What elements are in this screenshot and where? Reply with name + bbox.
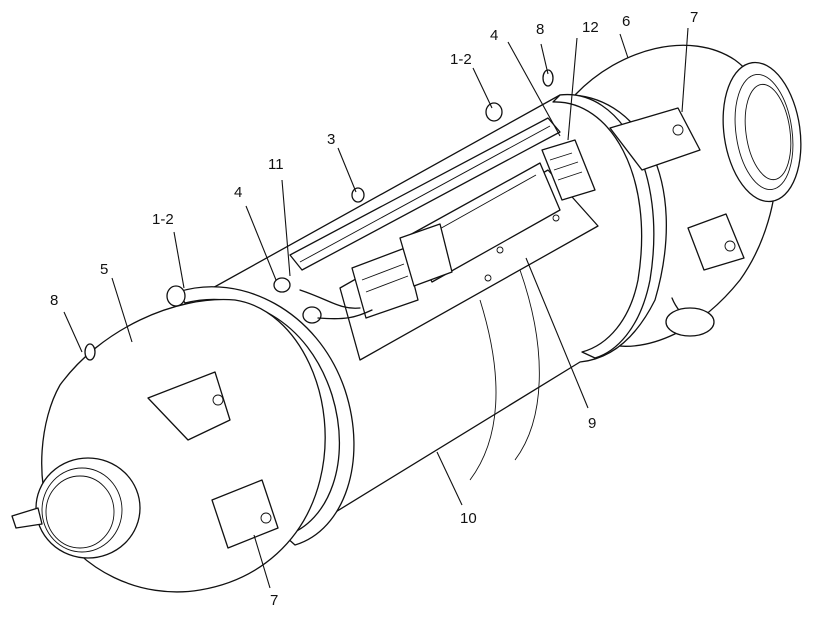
callout-10: 10 [460, 510, 477, 527]
callout-12: 12 [582, 19, 599, 36]
callout-1-2-left: 1-2 [152, 211, 174, 228]
callout-8-left: 8 [50, 292, 58, 309]
leader-lines [63, 27, 689, 589]
callout-1-2-top: 1-2 [450, 51, 472, 68]
front-clamp-band [177, 286, 355, 546]
sensor-tube [289, 117, 561, 271]
rear-mounting-brackets [609, 107, 745, 271]
callout-5: 5 [100, 261, 108, 278]
fittings [84, 69, 554, 361]
sensor-module-plate [339, 139, 599, 361]
callout-7-bottom: 7 [270, 592, 278, 609]
callout-4-left: 4 [234, 184, 242, 201]
callout-6: 6 [622, 13, 630, 30]
callout-7-top: 7 [690, 9, 698, 26]
callout-8-top: 8 [536, 21, 544, 38]
callout-labels: 8 12 6 7 4 1-2 3 11 4 1-2 5 8 9 10 7 [50, 9, 698, 609]
front-end-cap [11, 298, 326, 593]
callout-9: 9 [588, 415, 596, 432]
callout-4-top: 4 [490, 27, 498, 44]
callout-3: 3 [327, 131, 335, 148]
callout-11: 11 [268, 156, 284, 173]
